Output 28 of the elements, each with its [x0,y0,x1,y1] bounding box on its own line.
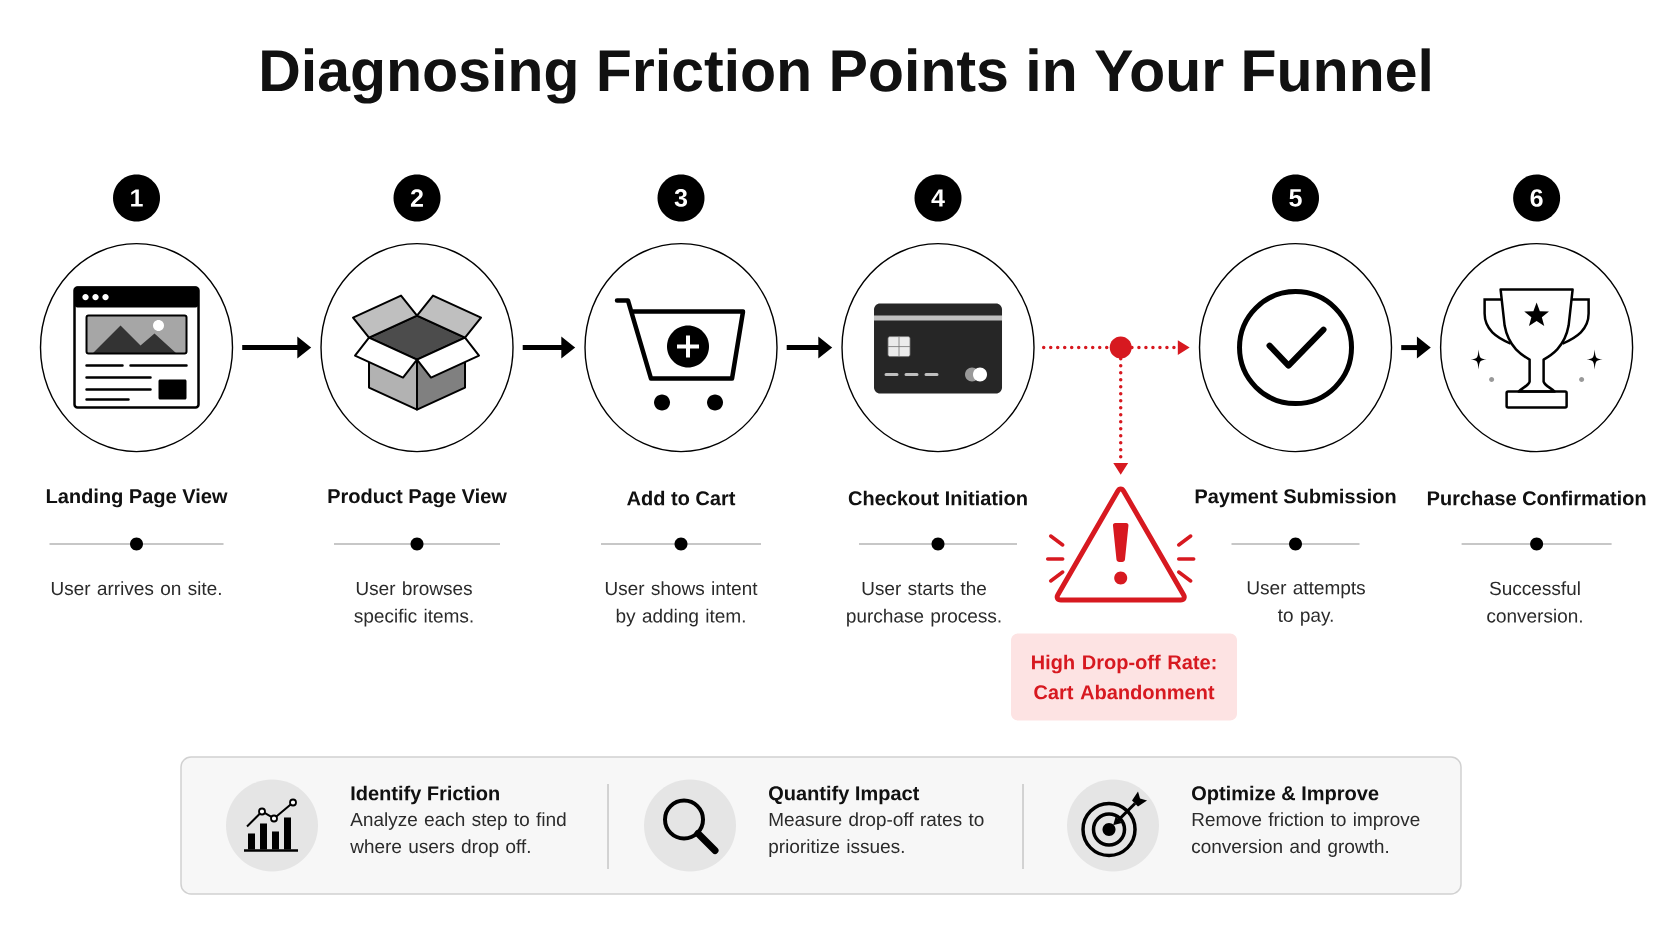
step-number: 2 [393,174,441,222]
step-title: Purchase Confirmation [1427,490,1646,506]
step-description: User shows intent by adding item. [605,581,758,627]
card-heading: Identify Friction [351,785,499,805]
step-number: 4 [914,174,962,222]
step-title: Add to Cart [627,490,736,506]
warning-sign [1045,486,1196,603]
step-number: 6 [1513,174,1561,222]
step-number: 1 [113,174,160,222]
alert-box: High Drop-off Rate: Cart Abandonment [1011,633,1237,721]
step-number: 3 [657,174,705,222]
step-description: User attempts to pay. [1247,581,1365,626]
step-description: User browses specific items. [354,581,473,627]
card-heading: Optimize & Improve [1192,785,1379,805]
step-description: User starts the purchase process. [847,581,1001,627]
step-number: 5 [1272,174,1319,222]
junction-dot [1109,336,1132,359]
card-text: Analyze each step to find where users drop off. [350,812,566,857]
card-text: Remove friction to improve conversion and growth. [1192,812,1420,857]
card-heading: Quantify Impact [769,785,920,805]
step-title: Product Page View [328,488,507,508]
step-description: Successful conversion. [1487,581,1582,623]
step-title: Landing Page View [46,488,228,508]
card-text: Measure drop-off rates to prioritize issues. [769,812,984,857]
step-title: Checkout Initiation [848,490,1027,506]
title: Diagnosing Friction Points in Your Funnel [262,48,1430,104]
step-description: User arrives on site. [51,581,221,596]
step-title: Payment Submission [1195,488,1396,508]
